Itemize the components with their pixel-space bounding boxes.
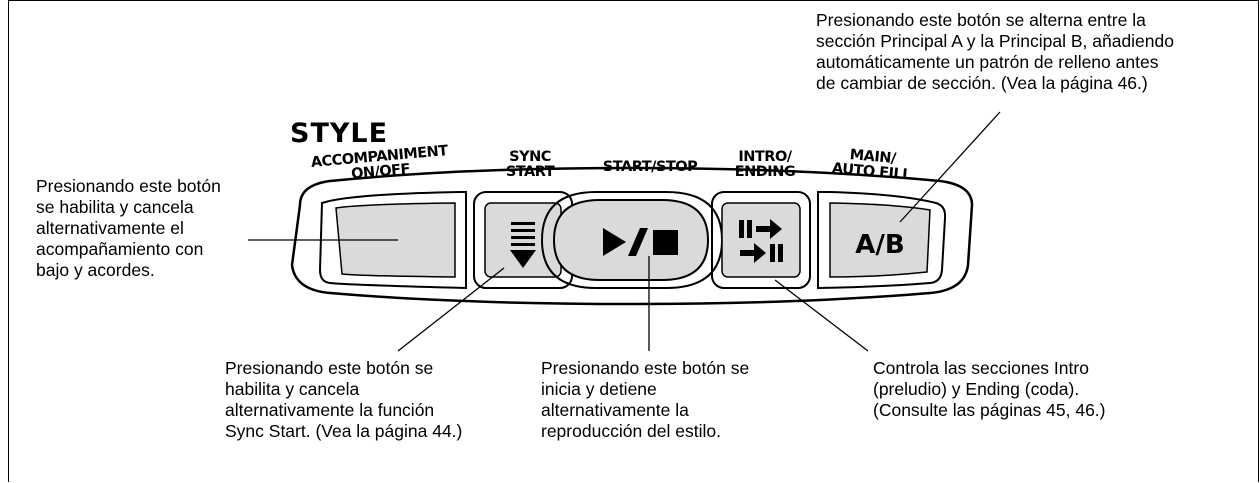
start-stop-description: Presionando este botón se inicia y detie… [541, 358, 750, 441]
sync-start-icon [510, 222, 536, 268]
leader-lines [248, 111, 1001, 352]
sync-start-description: Presionando este botón se habilita y can… [225, 358, 463, 441]
main-autofill-description: Presionando este botón se alterna entre … [816, 10, 1174, 93]
style-title: STYLE [290, 118, 389, 149]
accompaniment-button[interactable] [318, 191, 467, 290]
play-stop-icon [603, 228, 678, 256]
intro-ending-description: Controla las secciones Intro (preludio) … [873, 358, 1106, 420]
ab-symbol: A/B [855, 230, 904, 260]
diagram-frame [8, 0, 1259, 482]
panel-outline [290, 166, 974, 306]
intro-ending-button[interactable] [711, 191, 811, 289]
accompaniment-description: Presionando este botón se habilita y can… [36, 176, 221, 280]
intro-ending-icon [739, 219, 783, 263]
start-stop-button[interactable] [552, 199, 710, 281]
intro-ending-label: INTRO/ ENDING [734, 149, 796, 180]
main-autofill-button[interactable] [817, 191, 947, 290]
